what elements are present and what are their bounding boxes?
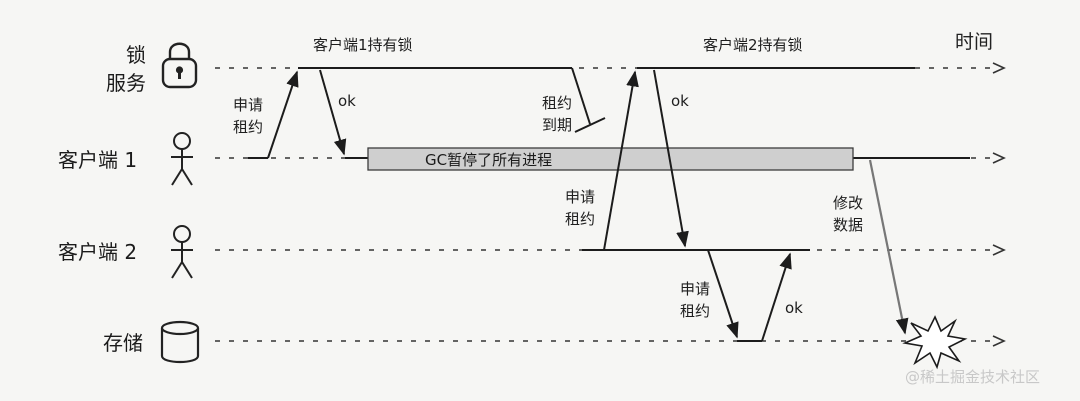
lease-expiry-cross-mark	[574, 117, 606, 133]
client1-apply-lease-label-line1: 申请	[233, 96, 263, 114]
client1-stale-write-arrow	[868, 159, 909, 335]
padlock-icon	[161, 42, 198, 89]
lock-timeline-arrowhead	[992, 62, 1006, 74]
client2-apply-lease-label-line1: 申请	[565, 188, 595, 206]
lease-expiry-line	[571, 67, 591, 125]
watermark: @稀土掘金技术社区	[905, 368, 1040, 386]
lock-service-label-line2: 服务	[106, 71, 146, 95]
explosion-icon	[902, 315, 968, 370]
client1-holds-lock-label: 客户端1持有锁	[313, 36, 413, 54]
client1-ok-arrow	[319, 69, 347, 156]
storage-ok-arrow	[761, 252, 792, 342]
gc-pause-label: GC暂停了所有进程	[425, 151, 552, 169]
lock-service-label-line1: 锁	[126, 43, 146, 67]
storage-label: 存储	[103, 331, 143, 355]
lease-expired-label-line1: 租约	[542, 94, 572, 112]
lease-expired-label-line2: 到期	[542, 116, 572, 134]
modify-data-label-line1: 修改	[833, 194, 863, 212]
storage-apply-lease-label-line1: 申请	[680, 280, 710, 298]
client2-timeline-arrowhead	[992, 244, 1006, 256]
client2-label: 客户端 2	[58, 240, 137, 264]
database-cylinder-icon	[160, 320, 200, 364]
storage-ok-label: ok	[785, 299, 803, 317]
storage-timeline-arrowhead	[992, 335, 1006, 347]
client2-write-request-arrow	[707, 249, 739, 339]
client2-apply-lease-label-line2: 租约	[565, 210, 595, 228]
client1-ok-label: ok	[338, 92, 356, 110]
client1-lease-request-arrow	[267, 70, 299, 159]
client2-holds-lock-label: 客户端2持有锁	[703, 36, 803, 54]
client2-ok-arrow	[653, 69, 689, 248]
client2-lease-request-arrow	[603, 70, 639, 251]
client1-label: 客户端 1	[58, 148, 137, 172]
time-axis-label: 时间	[955, 31, 993, 53]
gc-pause-bar	[367, 147, 854, 171]
person-icon	[171, 132, 193, 186]
client1-timeline-arrowhead	[992, 152, 1006, 164]
client1-apply-lease-label-line2: 租约	[233, 118, 263, 136]
client2-ok-label: ok	[671, 92, 689, 110]
person-icon	[171, 225, 193, 279]
storage-apply-lease-label-line2: 租约	[680, 302, 710, 320]
modify-data-label-line2: 数据	[833, 216, 863, 234]
